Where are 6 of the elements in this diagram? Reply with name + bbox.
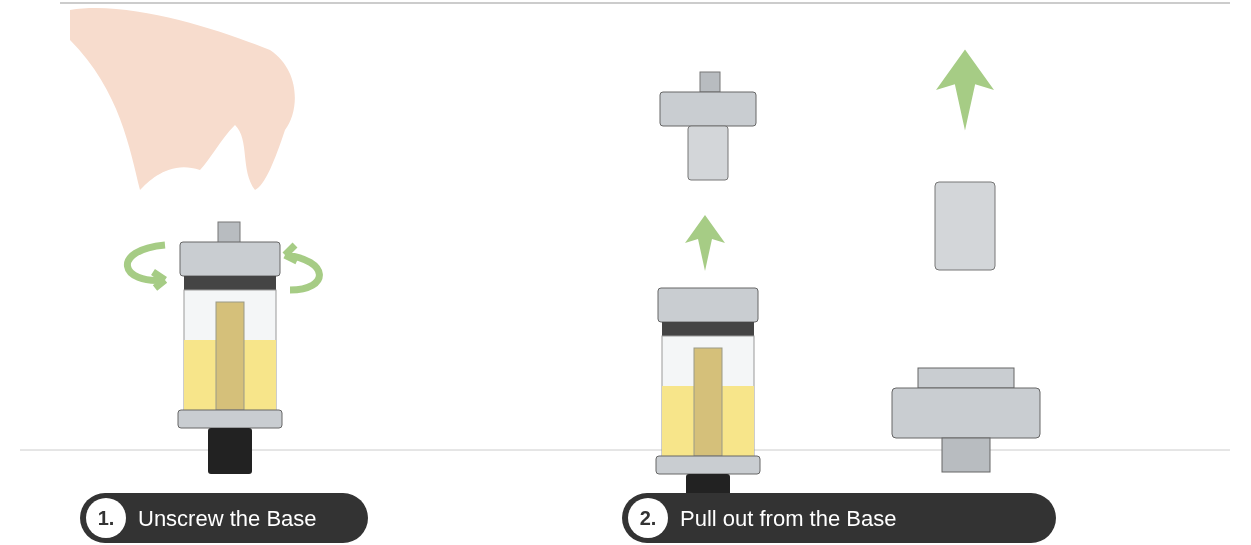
step-number: 1.	[86, 498, 126, 538]
step-number: 2.	[628, 498, 668, 538]
step-badge	[622, 493, 1056, 543]
step-badge	[80, 493, 368, 543]
step-label: Unscrew the Base	[138, 504, 317, 533]
step-label: Pull out from the Base	[680, 504, 897, 533]
